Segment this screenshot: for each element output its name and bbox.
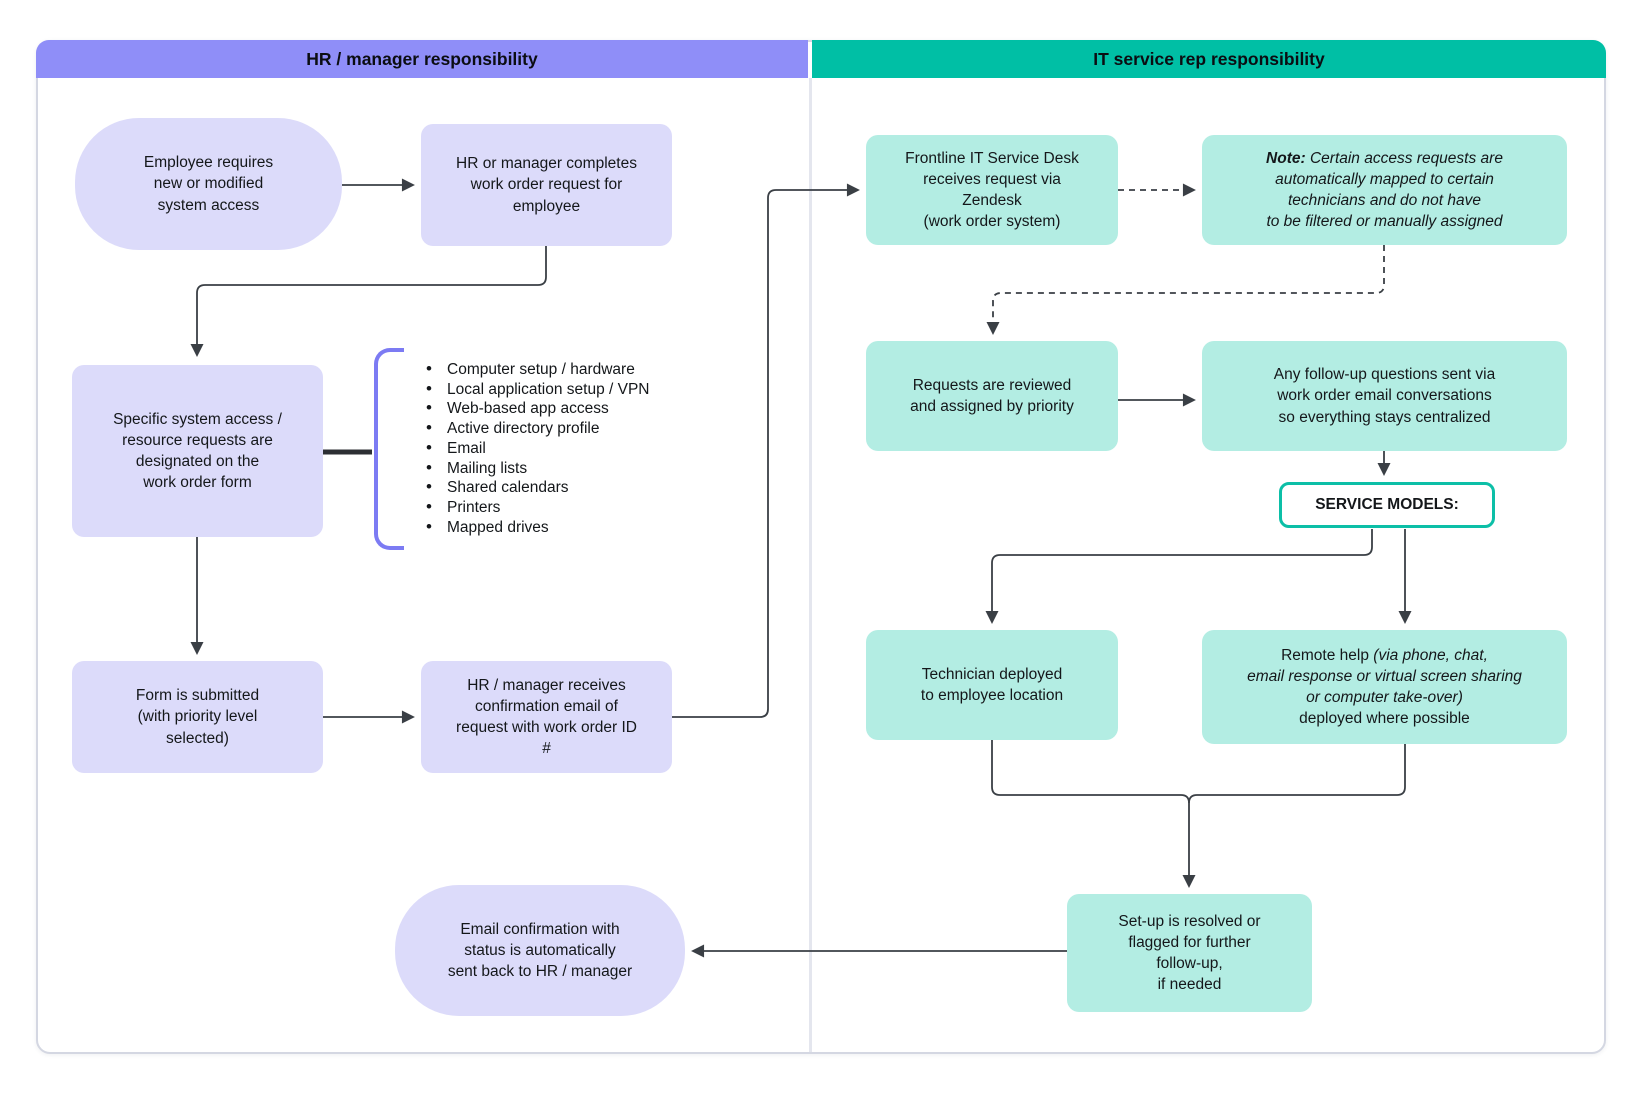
node-remote-help: Remote help (via phone, chat, email resp… [1202, 630, 1567, 744]
remote-help-prefix: Remote help [1281, 646, 1374, 664]
node-form-submitted: Form is submitted (with priority level s… [72, 661, 323, 773]
header-it-label: IT service rep responsibility [1093, 48, 1325, 69]
node-requests-reviewed-label: Requests are reviewed and assigned by pr… [910, 376, 1074, 415]
node-hr-completes-work-order: HR or manager completes work order reque… [421, 124, 672, 246]
node-setup-resolved: Set-up is resolved or flagged for furthe… [1067, 894, 1312, 1012]
node-hr-receives-confirmation: HR / manager receives confirmation email… [421, 661, 672, 773]
node-service-models-label: SERVICE MODELS: [1315, 496, 1459, 514]
request-item: Computer setup / hardware [420, 359, 649, 380]
node-follow-up-questions: Any follow-up questions sent via work or… [1202, 341, 1567, 451]
node-service-models: SERVICE MODELS: [1279, 482, 1495, 528]
request-item: Printers [420, 497, 649, 518]
request-item: Mapped drives [420, 517, 649, 538]
remote-help-italic: (via phone, chat, email response or virt… [1247, 646, 1522, 706]
header-hr-responsibility: HR / manager responsibility [36, 40, 808, 78]
node-specific-system-access: Specific system access / resource reques… [72, 365, 323, 537]
node-frontline-service-desk-label: Frontline IT Service Desk receives reque… [905, 149, 1079, 231]
request-items-list: Computer setup / hardware Local applicat… [420, 359, 649, 538]
node-setup-resolved-label: Set-up is resolved or flagged for furthe… [1118, 912, 1261, 994]
request-item: Web-based app access [420, 398, 649, 419]
node-technician-deployed-label: Technician deployed to employee location [920, 665, 1064, 704]
node-follow-up-questions-label: Any follow-up questions sent via work or… [1273, 366, 1496, 426]
node-employee-requires-access: Employee requires new or modified system… [75, 118, 342, 250]
node-form-submitted-label: Form is submitted (with priority level s… [135, 687, 260, 747]
column-divider [809, 78, 812, 1052]
header-hr-label: HR / manager responsibility [306, 48, 538, 69]
node-email-confirmation-sent-back: Email confirmation with status is automa… [395, 885, 685, 1016]
note-bold-prefix: Note: [1266, 149, 1306, 167]
node-email-confirmation-sent-back-label: Email confirmation with status is automa… [447, 920, 633, 981]
node-hr-completes-work-order-label: HR or manager completes work order reque… [456, 155, 637, 215]
note-rest-text: Certain access requests are automaticall… [1266, 149, 1503, 231]
request-item: Local application setup / VPN [420, 379, 649, 400]
node-note-auto-mapped: Note: Certain access requests are automa… [1202, 135, 1567, 245]
node-technician-deployed: Technician deployed to employee location [866, 630, 1118, 740]
node-frontline-service-desk: Frontline IT Service Desk receives reque… [866, 135, 1118, 245]
node-remote-help-label: Remote help (via phone, chat, email resp… [1247, 645, 1522, 729]
node-specific-system-access-label: Specific system access / resource reques… [113, 410, 282, 492]
request-item: Shared calendars [420, 477, 649, 498]
node-requests-reviewed: Requests are reviewed and assigned by pr… [866, 341, 1118, 451]
request-items-bracket [374, 348, 404, 550]
node-hr-receives-confirmation-label: HR / manager receives confirmation email… [456, 676, 637, 758]
request-item: Mailing lists [420, 458, 649, 479]
node-employee-requires-access-label: Employee requires new or modified system… [143, 154, 274, 214]
request-item: Email [420, 438, 649, 459]
header-it-responsibility: IT service rep responsibility [812, 40, 1606, 78]
request-item: Active directory profile [420, 418, 649, 439]
remote-help-suffix: deployed where possible [1299, 710, 1470, 728]
node-note-auto-mapped-label: Note: Certain access requests are automa… [1266, 148, 1503, 232]
